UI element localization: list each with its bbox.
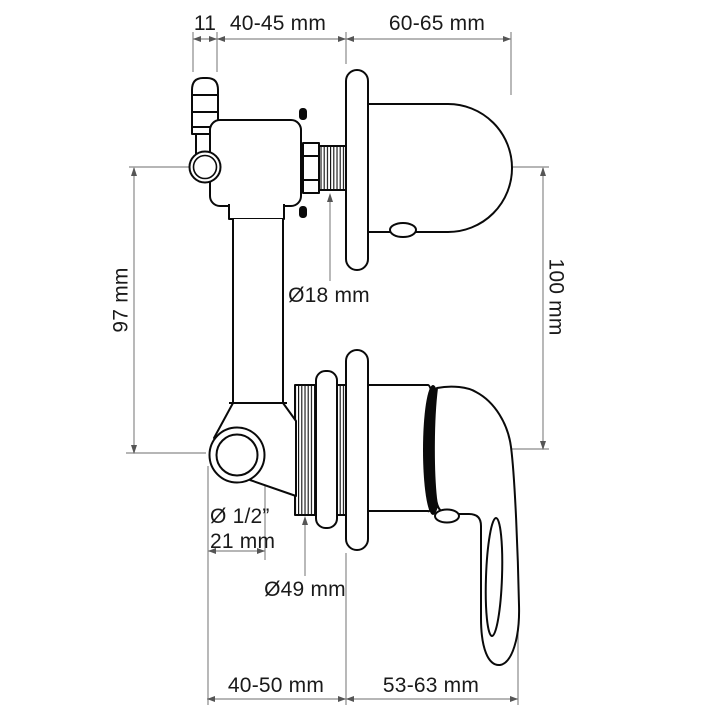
upper-valve-group <box>188 69 513 404</box>
upper-thread <box>318 145 347 191</box>
lower-valve-group <box>208 349 521 666</box>
dim-label-upper-thread: Ø18 mm <box>288 284 370 307</box>
mixer-handle <box>432 385 521 666</box>
upper-nut <box>302 142 320 194</box>
dim-label-right-100mm: 100 mm <box>544 258 568 336</box>
upper-valve-body <box>209 119 302 207</box>
dim-label-body-depth: 40-45 mm <box>229 12 327 35</box>
dim-label-handle-depth: 53-63 mm <box>382 674 480 697</box>
handle-pin-ellipse <box>434 508 460 524</box>
handle-loop-cutout <box>484 517 504 637</box>
hose-barb-connector <box>191 77 219 156</box>
locking-ring <box>315 370 338 529</box>
dim-label-outlet-inch: Ø 1/2” <box>210 505 270 528</box>
dim-label-cover-depth: 60-65 mm <box>388 12 486 35</box>
upper-wall-plate <box>345 69 369 271</box>
dim-label-hose-stub: 11 <box>193 12 217 35</box>
dim-label-left-97mm: 97 mm <box>109 267 133 333</box>
dimension-arrows <box>131 36 546 702</box>
dim-label-outlet-mm: 21 mm <box>210 530 276 553</box>
riser-pipe <box>232 219 284 403</box>
dome-detail-ellipse <box>389 222 417 238</box>
dim-label-valve-depth: 40-50 mm <box>227 674 325 697</box>
dim-label-lower-thread: Ø49 mm <box>264 578 346 601</box>
lower-wall-plate <box>345 349 369 551</box>
dome-cover <box>367 103 513 233</box>
dimension-lines <box>126 32 549 705</box>
